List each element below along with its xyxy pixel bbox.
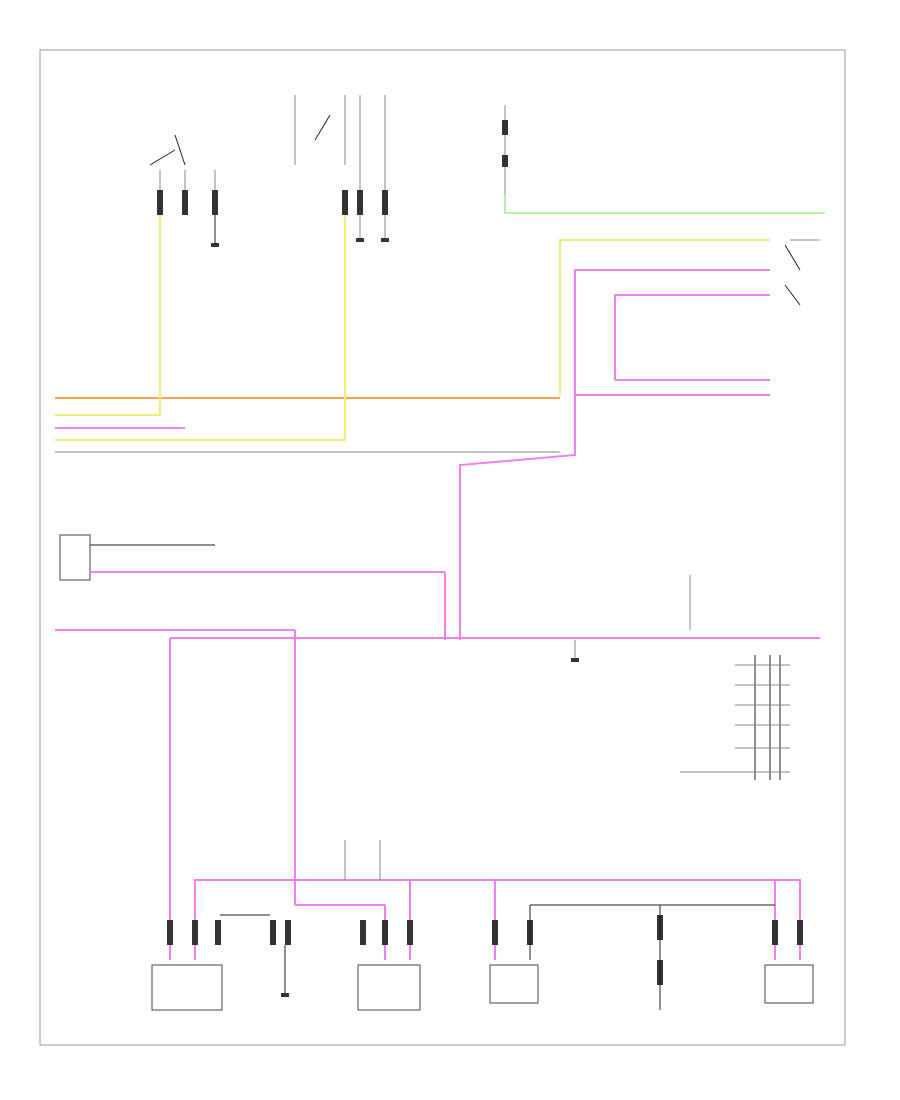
- ground-symbol: [211, 243, 219, 247]
- component-box: [764, 964, 814, 1004]
- ground-symbol: [381, 238, 389, 242]
- yellow-wire-mid: [55, 215, 346, 441]
- top-middle-switch-group: [294, 95, 389, 242]
- connector-grid: [680, 655, 790, 780]
- ground-symbol: [571, 658, 579, 662]
- component-box: [489, 964, 539, 1004]
- connector-pin: [502, 155, 508, 167]
- connector-pin: [182, 190, 188, 215]
- connector-pin: [342, 190, 348, 215]
- yellow-wire-left: [55, 215, 161, 416]
- bottom-connectors: [167, 915, 803, 985]
- connector-pin: [157, 190, 163, 215]
- connector-pin: [212, 190, 218, 215]
- left-sensor: [59, 534, 446, 640]
- green-wire: [504, 195, 825, 214]
- component-box: [357, 964, 421, 1011]
- diagram-frame: [39, 49, 846, 1046]
- ground-symbol: [356, 238, 364, 242]
- yellow-wire-top: [559, 239, 770, 395]
- pink-wire-b: [614, 294, 770, 380]
- fuse-symbol: [502, 120, 508, 135]
- ground-symbol: [281, 993, 289, 997]
- connector-pin: [382, 190, 388, 215]
- connector-pin: [357, 190, 363, 215]
- right-switch: [784, 239, 820, 306]
- top-left-switch-group: [149, 134, 219, 247]
- top-right-fuse-group: [502, 105, 508, 210]
- component-box: [151, 964, 223, 1011]
- pink-wire-d: [459, 395, 576, 640]
- pink-wire-a: [574, 269, 770, 395]
